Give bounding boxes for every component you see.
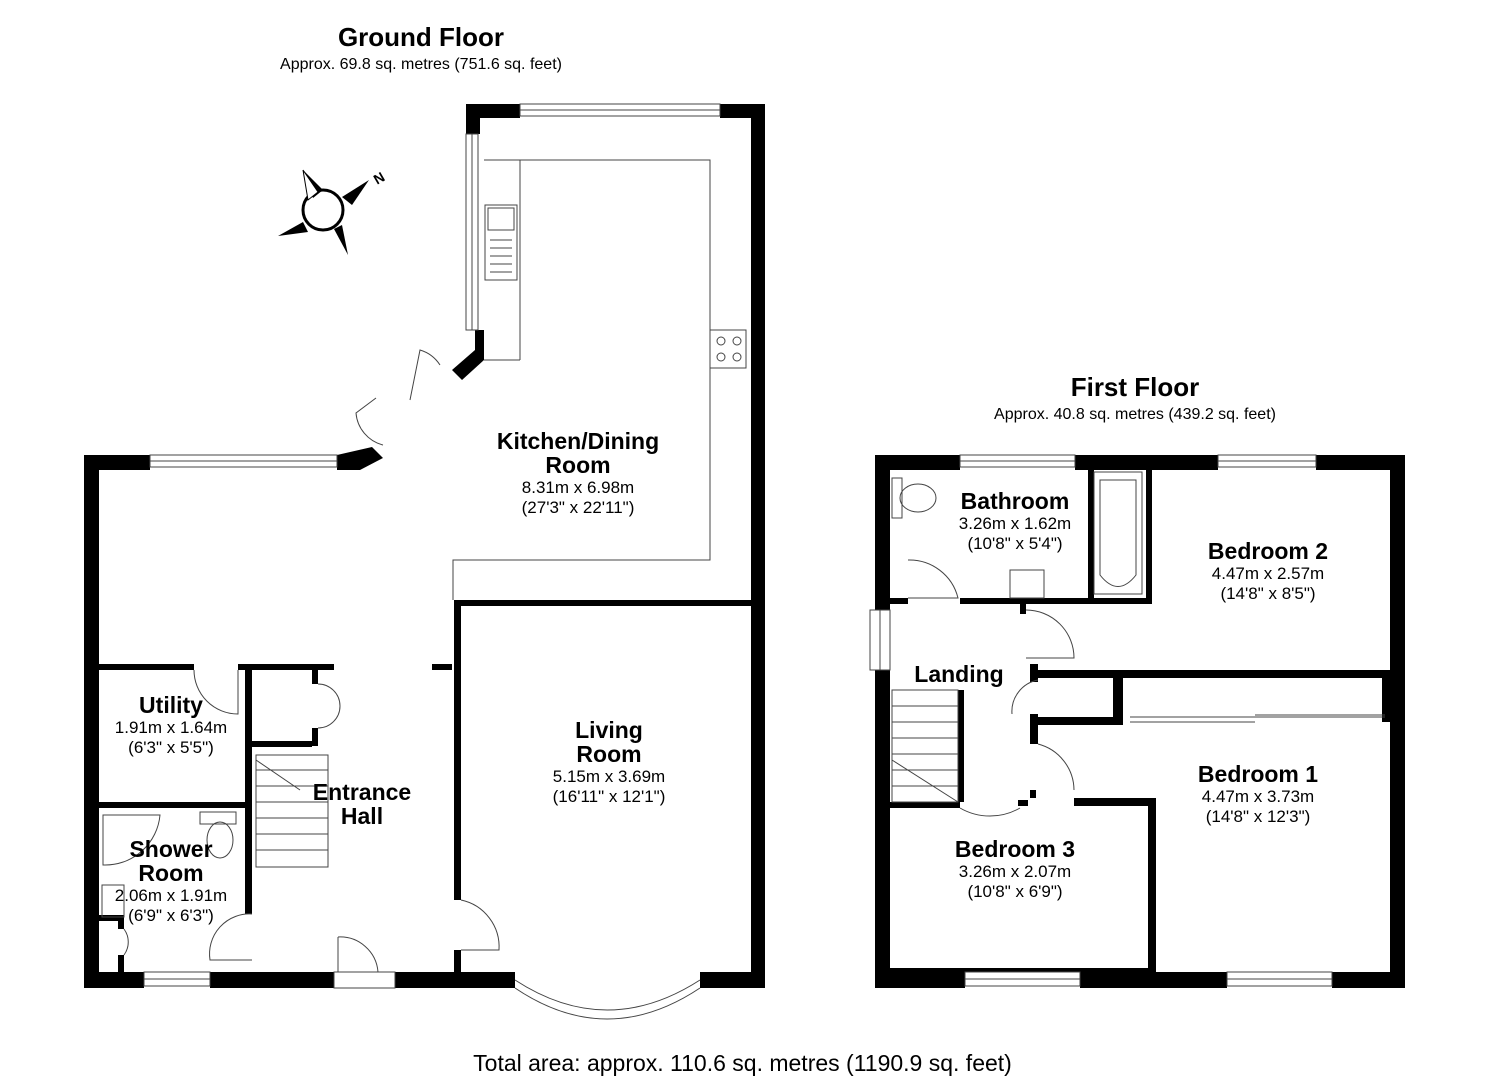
ground-floor-fixtures — [101, 103, 747, 1020]
room-dim-imperial: (27'3" x 22'11") — [521, 498, 635, 518]
first-floor-title: First Floor Approx. 40.8 sq. metres (439… — [994, 372, 1276, 424]
first-floor-name: First Floor — [1070, 372, 1200, 402]
room-name: Living — [575, 717, 643, 743]
room-dim-imperial: (10'8" x 5'4") — [967, 533, 1063, 553]
room-dim-imperial: (14'8" x 8'5") — [1220, 583, 1316, 603]
compass-icon — [278, 169, 369, 255]
room-dim-metric: 1.91m x 1.64m — [114, 718, 228, 738]
room-name: Room — [138, 860, 204, 887]
room-name: Bedroom 1 — [1197, 761, 1319, 787]
room-dim-imperial: (16'11" x 12'1") — [552, 787, 666, 807]
total-area: Total area: approx. 110.6 sq. metres (11… — [473, 1050, 1012, 1076]
room-dim-metric: 4.47m x 2.57m — [1211, 564, 1325, 584]
first-floor-fixtures — [869, 454, 1385, 987]
room-label-bedroom1: Bedroom 1 4.47m x 3.73m (14'8" x 12'3") — [1198, 762, 1318, 826]
ground-floor-title: Ground Floor Approx. 69.8 sq. metres (75… — [280, 22, 562, 74]
room-name: Utility — [139, 692, 203, 718]
room-dim-metric: 3.26m x 1.62m — [958, 514, 1072, 534]
room-name: Entrance — [312, 779, 412, 805]
room-label-bathroom: Bathroom 3.26m x 1.62m (10'8" x 5'4") — [959, 489, 1071, 553]
room-name: Bathroom — [960, 488, 1070, 514]
room-name: Kitchen/Dining — [496, 428, 660, 454]
room-dim-metric: 3.26m x 2.07m — [958, 862, 1072, 882]
room-dim-imperial: (10'8" x 6'9") — [967, 881, 1063, 901]
room-name: Hall — [340, 803, 384, 830]
room-dim-imperial: (6'3" x 5'5") — [128, 737, 214, 757]
room-label-utility: Utility 1.91m x 1.64m (6'3" x 5'5") — [115, 693, 227, 757]
room-name: Bedroom 3 — [954, 836, 1076, 862]
room-name: Room — [576, 741, 642, 768]
room-name: Shower — [129, 836, 213, 862]
room-dim-metric: 8.31m x 6.98m — [521, 478, 635, 498]
ground-floor-plan — [84, 104, 765, 988]
room-dim-imperial: (14'8" x 12'3") — [1205, 806, 1311, 826]
room-label-bedroom2: Bedroom 2 4.47m x 2.57m (14'8" x 8'5") — [1208, 539, 1328, 603]
room-label-entrance-hall: Entrance Hall — [313, 780, 411, 828]
room-label-landing: Landing — [914, 662, 1003, 686]
room-dim-metric: 5.15m x 3.69m — [552, 767, 666, 787]
room-label-bedroom3: Bedroom 3 3.26m x 2.07m (10'8" x 6'9") — [955, 837, 1075, 901]
room-name: Bedroom 2 — [1207, 538, 1329, 564]
room-dim-metric: 4.47m x 3.73m — [1201, 787, 1315, 807]
ground-floor-area: Approx. 69.8 sq. metres (751.6 sq. feet) — [280, 56, 562, 73]
first-floor-plan — [875, 455, 1405, 988]
room-label-kitchen: Kitchen/Dining Room 8.31m x 6.98m (27'3"… — [497, 429, 659, 517]
room-name: Room — [545, 452, 611, 479]
ground-floor-name: Ground Floor — [337, 22, 505, 52]
room-name: Landing — [914, 661, 1004, 687]
room-dim-metric: 2.06m x 1.91m — [114, 886, 228, 906]
room-dim-imperial: (6'9" x 6'3") — [128, 906, 214, 926]
first-floor-area: Approx. 40.8 sq. metres (439.2 sq. feet) — [994, 406, 1276, 423]
room-label-living: Living Room 5.15m x 3.69m (16'11" x 12'1… — [553, 718, 666, 806]
room-label-shower: Shower Room 2.06m x 1.91m (6'9" x 6'3") — [115, 837, 227, 925]
